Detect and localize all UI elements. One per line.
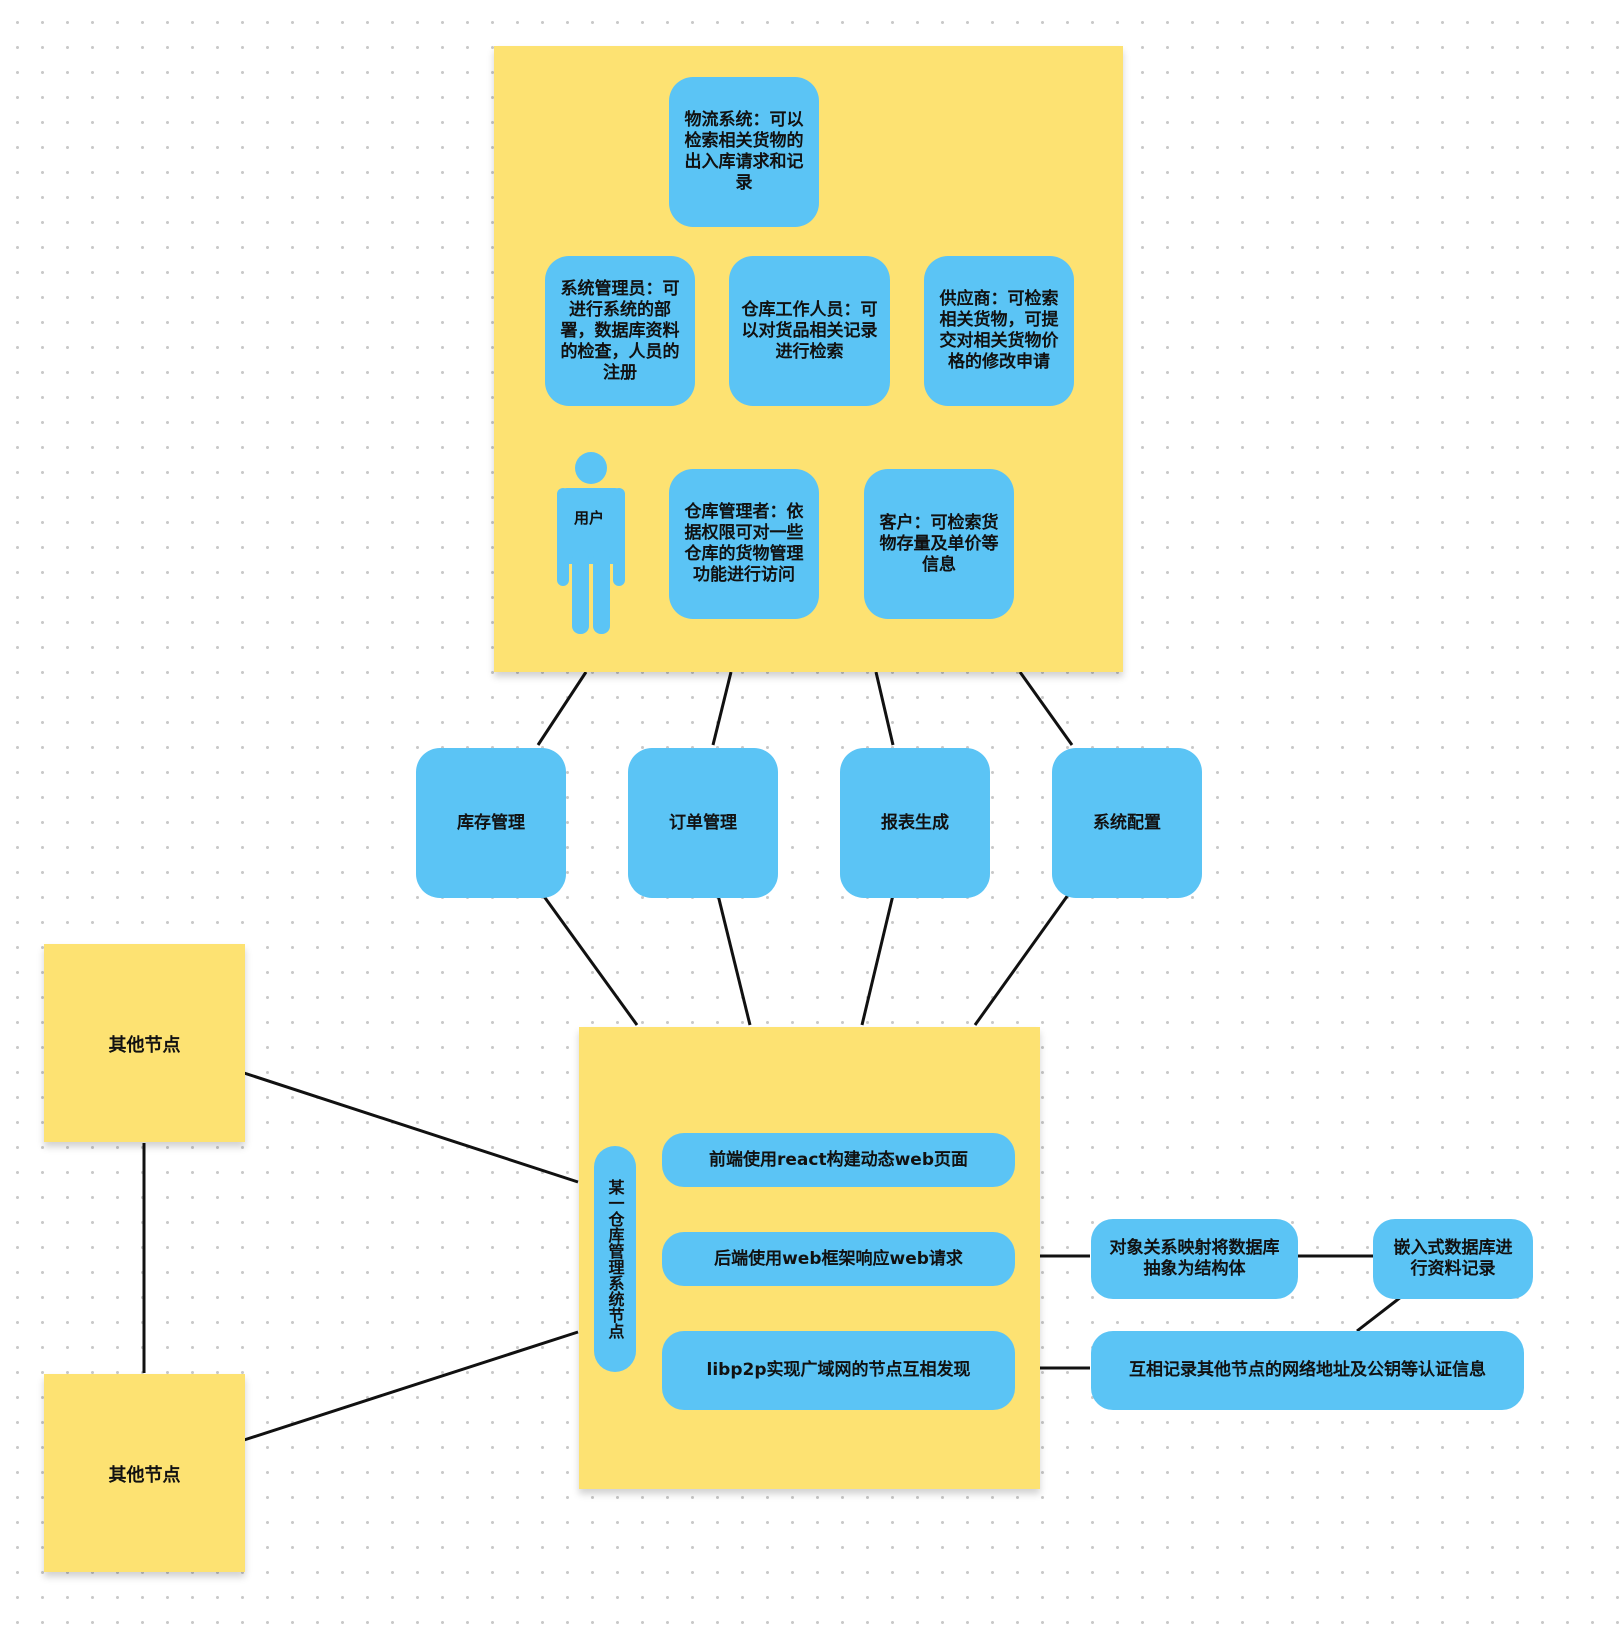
frontend-item[interactable]: 前端使用react构建动态web页面 [662,1133,1015,1187]
config-module[interactable]: 系统配置 [1052,748,1202,898]
peer-records-node[interactable]: 互相记录其他节点的网络地址及公钥等认证信息 [1091,1331,1524,1410]
logistics-system-node[interactable]: 物流系统：可以检索相关货物的出入库请求和记录 [669,77,819,227]
user-label: 用户 [574,509,605,527]
connector-otherbottom-node [243,1330,579,1442]
warehouse-node-title: 某一仓库管理系统节点 [594,1146,636,1372]
orders-module[interactable]: 订单管理 [628,748,778,898]
connector-top-inventory [536,671,588,746]
connector-othertop-node [243,1071,579,1184]
warehouse-manager-node[interactable]: 仓库管理者：依据权限可对一些仓库的货物管理功能进行访问 [669,469,819,619]
p2p-item[interactable]: libp2p实现广域网的节点互相发现 [662,1331,1015,1410]
connector-top-reports [874,671,895,746]
other-node-top-label: 其他节点 [108,1035,181,1056]
connector-inventory-node [541,894,639,1026]
customer-node[interactable]: 客户：可检索货物存量及单价等信息 [864,469,1014,619]
supplier-node[interactable]: 供应商：可检索相关货物，可提交对相关货物价格的修改申请 [924,256,1074,406]
connector-top-config [1018,671,1074,746]
warehouse-staff-node[interactable]: 仓库工作人员：可以对货品相关记录进行检索 [729,256,890,406]
other-node-bottom-label: 其他节点 [108,1465,181,1486]
connector-config-node [973,894,1070,1026]
connector-orders-node [716,894,752,1026]
orm-node[interactable]: 对象关系映射将数据库抽象为结构体 [1091,1219,1298,1299]
embedded-db-node[interactable]: 嵌入式数据库进行资料记录 [1373,1219,1533,1299]
reports-module[interactable]: 报表生成 [840,748,990,898]
connector-reports-node [860,894,895,1026]
other-node-bottom-sticky [44,1374,245,1572]
connector-top-orders [711,671,733,746]
backend-item[interactable]: 后端使用web框架响应web请求 [662,1232,1015,1286]
warehouse-node-title-text: 某一仓库管理系统节点 [605,1179,625,1339]
user-icon [557,452,625,634]
inventory-module[interactable]: 库存管理 [416,748,566,898]
system-admin-node[interactable]: 系统管理员：可进行系统的部署，数据库资料的检查，人员的注册 [545,256,695,406]
other-node-top-sticky [44,944,245,1142]
connector-embedded-peer [1356,1295,1402,1333]
